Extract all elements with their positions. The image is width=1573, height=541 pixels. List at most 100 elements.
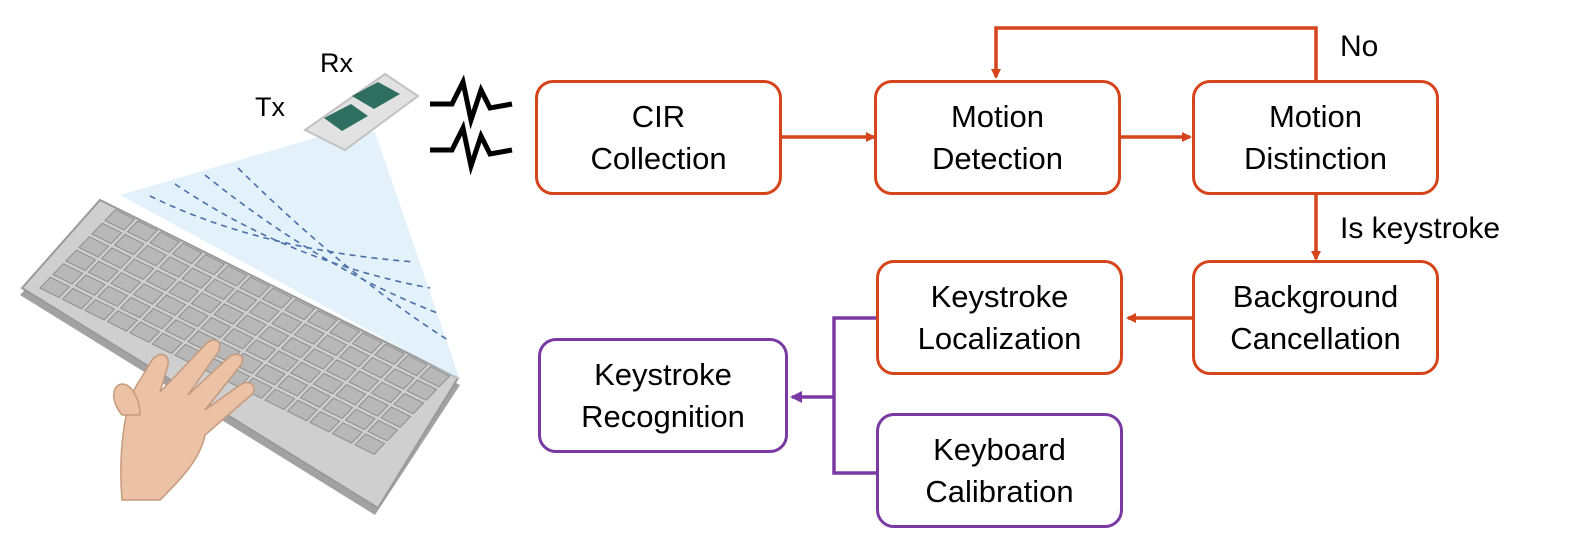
keyboard-key [119,296,151,319]
keystroke-localization-box: Keystroke Localization [876,260,1123,375]
keyboard-key [216,265,248,287]
keyboard-key [293,323,325,345]
keyboard-key [39,276,71,299]
keyboard-key [380,406,412,428]
is-keystroke-label: Is keystroke [1340,212,1501,245]
keyboard-key [277,375,309,397]
keyboard-key [357,395,389,417]
keyboard-key [84,298,116,321]
keyboard-key [123,258,155,281]
keyboard-key [100,247,132,269]
keyboard-key [61,287,93,310]
keyboard-key [254,363,286,386]
keyboard-key [351,332,383,354]
motion-distinction-box: Motion Distinction [1192,80,1439,195]
keyboard-key [370,381,402,404]
keyboard-key [312,372,344,395]
keyboard-key [286,399,318,422]
background-cancellation-box: Background Cancellation [1192,260,1439,375]
keyboard-key [393,392,425,415]
keyboard-key [383,368,415,390]
keyboard-key [316,334,348,357]
keyboard-key [348,370,380,393]
keyboard-key [164,319,196,341]
keyboard-key [280,336,312,359]
keyboard-key [106,310,138,332]
keyboard-key [354,433,386,455]
keyboard-key [126,220,158,242]
keyboard-key [338,345,370,368]
signal-beam [120,132,460,380]
keyboard-key [374,343,406,366]
keyboard-key [194,253,226,276]
keystroke-localization-text: Keystroke Localization [917,278,1082,356]
no-label: No [1340,30,1379,63]
keystroke-recognition-text: Keystroke Recognition [581,356,745,434]
keyboard-key [226,289,258,312]
keyboard-key [110,271,142,294]
keyboard-key [155,294,187,316]
keyboard-key [113,233,145,256]
pipeline-arrows [782,26,1321,323]
motion-detection-text: Motion Detection [932,98,1063,176]
keyboard-key [158,256,190,278]
antenna-module-icon [303,72,420,152]
keyboard-key [52,263,84,285]
keyboard-key [171,242,203,265]
keyboard-key [309,410,341,433]
keyboard-key [271,312,303,334]
keyboard-key [181,267,213,289]
cir-collection-box: CIR Collection [535,80,782,195]
arrow-no-feedback [991,26,1318,82]
tx-label: Tx [255,92,285,122]
keyboard-key [248,300,280,323]
keyboard-key [213,303,245,325]
keyboard-key [329,321,361,343]
keyboard-key [149,231,181,254]
keystroke-recognition-box: Keystroke Recognition [538,338,788,453]
keyboard-key [97,285,129,308]
keyboard-key [303,348,335,370]
keyboard-key [91,222,123,245]
keyboard-key [142,307,174,330]
keyboard-key [306,309,338,332]
keyboard-key [406,379,438,401]
keyboard-key [168,280,200,303]
keyboard-key [129,321,161,343]
keyboard-key [78,236,110,258]
keyboard-key [290,361,322,384]
keyboard-key [245,339,277,361]
keyboard-key [367,419,399,442]
keyboard-key [344,408,376,431]
keyboard-key [239,276,271,298]
keyboard-key [325,359,357,381]
cir-collection-text: CIR Collection [590,98,727,176]
keyboard-key [190,292,222,314]
background-cancellation-text: Background Cancellation [1230,278,1401,356]
keyboard-key [235,314,267,337]
keyboard-key [222,327,254,350]
keyboard-calibration-box: Keyboard Calibration [876,413,1123,528]
keyboard-key [284,298,316,321]
keyboard-key [200,316,232,339]
keyboard-key [177,305,209,328]
beam-wave-lines [149,167,449,341]
keyboard-key [104,209,136,231]
keyboard-key [396,354,428,377]
signal-wave-icon [430,74,513,176]
keyboard-key [335,383,367,406]
keyboard-key [419,365,451,388]
keyboard-key [267,350,299,372]
keyboard-calibration-text: Keyboard Calibration [925,431,1074,509]
hand-illustration [113,339,255,501]
keyboard-key [74,274,106,296]
keyboard-key [258,325,290,348]
keyboard-key [151,332,183,355]
motion-detection-box: Motion Detection [874,80,1121,195]
keyboard-key [361,356,393,379]
merge-arrows [790,316,876,475]
keyboard-key [145,269,177,292]
keyboard-key [299,386,331,408]
